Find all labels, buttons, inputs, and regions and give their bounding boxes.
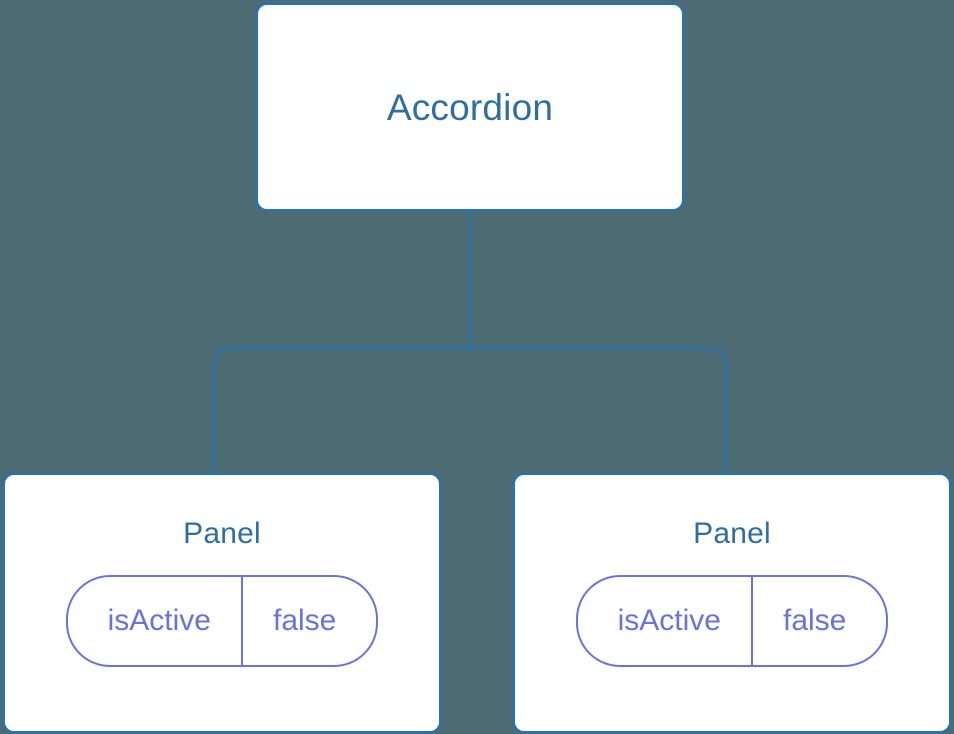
node-panel-left[interactable]: Panel isActive false — [2, 472, 442, 734]
node-accordion[interactable]: Accordion — [255, 2, 685, 212]
state-key-label: isActive — [68, 577, 243, 665]
state-key-label: isActive — [578, 577, 753, 665]
state-value-label: false — [272, 604, 337, 637]
state-badge-panel-right[interactable]: isActive false — [575, 575, 889, 667]
node-panel-left-title: Panel — [183, 517, 261, 550]
connector-branch-spreader — [212, 346, 728, 472]
state-value-label: false — [782, 604, 847, 637]
node-panel-right[interactable]: Panel isActive false — [512, 472, 952, 734]
state-badge-panel-left[interactable]: isActive false — [65, 575, 379, 667]
node-panel-right-title: Panel — [693, 517, 771, 550]
node-accordion-title: Accordion — [386, 86, 554, 128]
